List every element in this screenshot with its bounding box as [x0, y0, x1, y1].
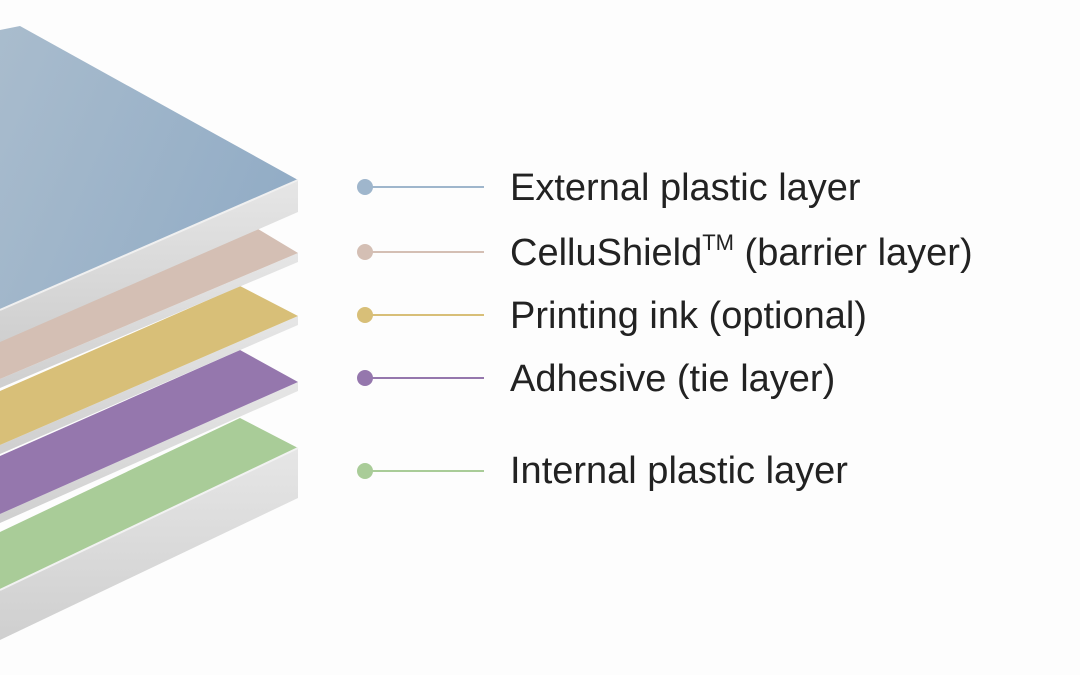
barrier-label-trademark: TM [702, 230, 734, 255]
ink-layer-label: Printing ink (optional) [510, 295, 867, 337]
external-layer-top [0, 26, 298, 310]
barrier-label-main: CelluShield [510, 232, 703, 274]
barrier-layer-label: CelluShieldTM (barrier layer) [510, 232, 973, 274]
internal-layer-label: Internal plastic layer [510, 450, 848, 492]
internal-layer-slab [0, 418, 299, 640]
internal-dot-icon [357, 463, 373, 479]
callout-ink [357, 307, 484, 323]
callout-external [357, 179, 484, 195]
external-dot-icon [357, 179, 373, 195]
callout-adhesive [357, 370, 484, 386]
barrier-label-tail: (barrier layer) [734, 232, 973, 274]
ink-layer-top [0, 286, 298, 445]
external-layer-slab [0, 26, 299, 342]
adhesive-layer-top [0, 350, 298, 514]
callout-internal [357, 463, 484, 479]
external-layer-label: External plastic layer [510, 167, 861, 209]
ink-layer-slab [0, 286, 298, 454]
adhesive-layer-label: Adhesive (tie layer) [510, 358, 836, 400]
callout-barrier [357, 244, 484, 260]
internal-layer-top [0, 418, 298, 590]
barrier-dot-icon [357, 244, 373, 260]
barrier-layer-top [0, 229, 298, 379]
adhesive-layer-slab [0, 350, 298, 523]
barrier-layer-slab [0, 229, 298, 388]
adhesive-dot-icon [357, 370, 373, 386]
ink-dot-icon [357, 307, 373, 323]
